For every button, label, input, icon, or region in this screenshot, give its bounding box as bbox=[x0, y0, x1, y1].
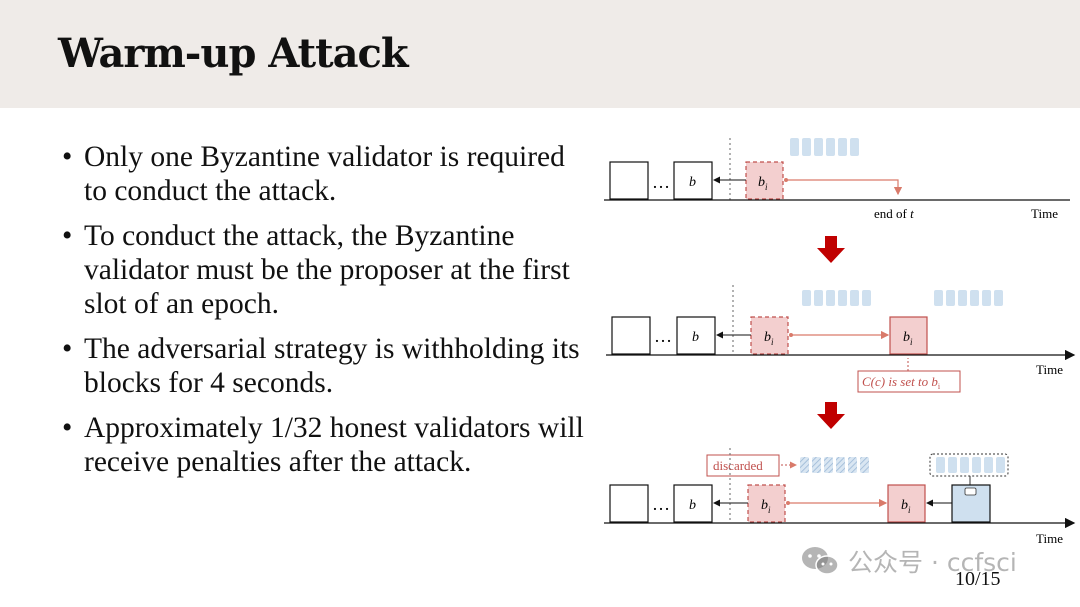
ellipsis: … bbox=[652, 172, 670, 192]
attack-diagram: … b bi end of t Time bbox=[604, 138, 1076, 546]
vote-bar-group bbox=[802, 290, 871, 306]
bullet-text: Approximately 1/32 honest validators wil… bbox=[84, 412, 584, 478]
block-b-label: b bbox=[692, 330, 699, 345]
bullet-item: • To conduct the attack, the Byzantine va… bbox=[62, 219, 592, 321]
bullet-dot: • bbox=[62, 220, 73, 252]
released-block-bi bbox=[887, 484, 926, 523]
bullet-item: • Only one Byzantine validator is require… bbox=[62, 140, 592, 208]
time-label: Time bbox=[1036, 531, 1063, 546]
block-b-label: b bbox=[689, 175, 696, 190]
page-number: 10/15 bbox=[955, 568, 1001, 590]
wechat-icon bbox=[802, 547, 839, 575]
chain-block bbox=[609, 161, 649, 200]
bullet-list: • Only one Byzantine validator is require… bbox=[62, 140, 592, 490]
bullet-text: The adversarial strategy is withholding … bbox=[84, 333, 580, 399]
bullet-item: • Approximately 1/32 honest validators wi… bbox=[62, 411, 592, 479]
slide-title: Warm-up Attack bbox=[58, 30, 409, 77]
down-arrow-icon bbox=[817, 236, 845, 263]
new-vote-box bbox=[929, 453, 1009, 477]
block-bi-label: bi bbox=[901, 498, 911, 515]
time-label: Time bbox=[1036, 362, 1063, 377]
discarded-vote-group bbox=[800, 457, 869, 473]
block-b bbox=[676, 316, 716, 355]
released-block-bi bbox=[889, 316, 928, 355]
end-of-t-label: end of t bbox=[874, 206, 914, 221]
chain-block bbox=[609, 484, 649, 523]
ellipsis: … bbox=[654, 326, 672, 346]
title-bar: Warm-up Attack bbox=[0, 0, 1080, 108]
watermark-text: 公众号 · ccfsci bbox=[848, 548, 1017, 577]
chain-block bbox=[611, 316, 651, 355]
timeline-row-3: discarded … b bi bi bbox=[604, 448, 1076, 546]
bullet-dot: • bbox=[62, 141, 73, 173]
discarded-label: discarded bbox=[713, 458, 763, 473]
vote-bar-group bbox=[934, 290, 1003, 306]
withheld-block-bi bbox=[747, 484, 786, 523]
down-arrow-icon bbox=[817, 402, 845, 429]
vote-bar-group bbox=[936, 457, 1005, 473]
block-b bbox=[673, 484, 713, 523]
set-annotation-box bbox=[857, 370, 961, 393]
block-b bbox=[673, 161, 713, 200]
timeline-row-2: … b bi bi C(c) is set to bi Time bbox=[606, 285, 1076, 393]
block-bi-label: bi bbox=[758, 175, 768, 192]
bullet-text: To conduct the attack, the Byzantine val… bbox=[84, 220, 570, 320]
time-label: Time bbox=[1031, 206, 1058, 221]
block-bi-label: bi bbox=[903, 330, 913, 347]
withhold-line bbox=[786, 179, 903, 196]
watermark: 公众号 · ccfsci bbox=[800, 543, 1017, 579]
discarded-annotation-box bbox=[706, 454, 780, 477]
vote-bar-group bbox=[790, 138, 859, 156]
block-bi-label: bi bbox=[764, 330, 774, 347]
bullet-item: • The adversarial strategy is withholding… bbox=[62, 332, 592, 400]
block-bi-label: bi bbox=[761, 498, 771, 515]
bullet-dot: • bbox=[62, 333, 73, 365]
bullet-text: Only one Byzantine validator is required… bbox=[84, 141, 565, 207]
set-annotation-label: C(c) is set to bi bbox=[862, 374, 941, 391]
ellipsis: … bbox=[652, 494, 670, 514]
vote-inclusion-marker bbox=[964, 487, 977, 496]
timeline-row-1: … b bi end of t Time bbox=[604, 138, 1070, 221]
bullet-dot: • bbox=[62, 412, 73, 444]
block-b-label: b bbox=[689, 498, 696, 513]
